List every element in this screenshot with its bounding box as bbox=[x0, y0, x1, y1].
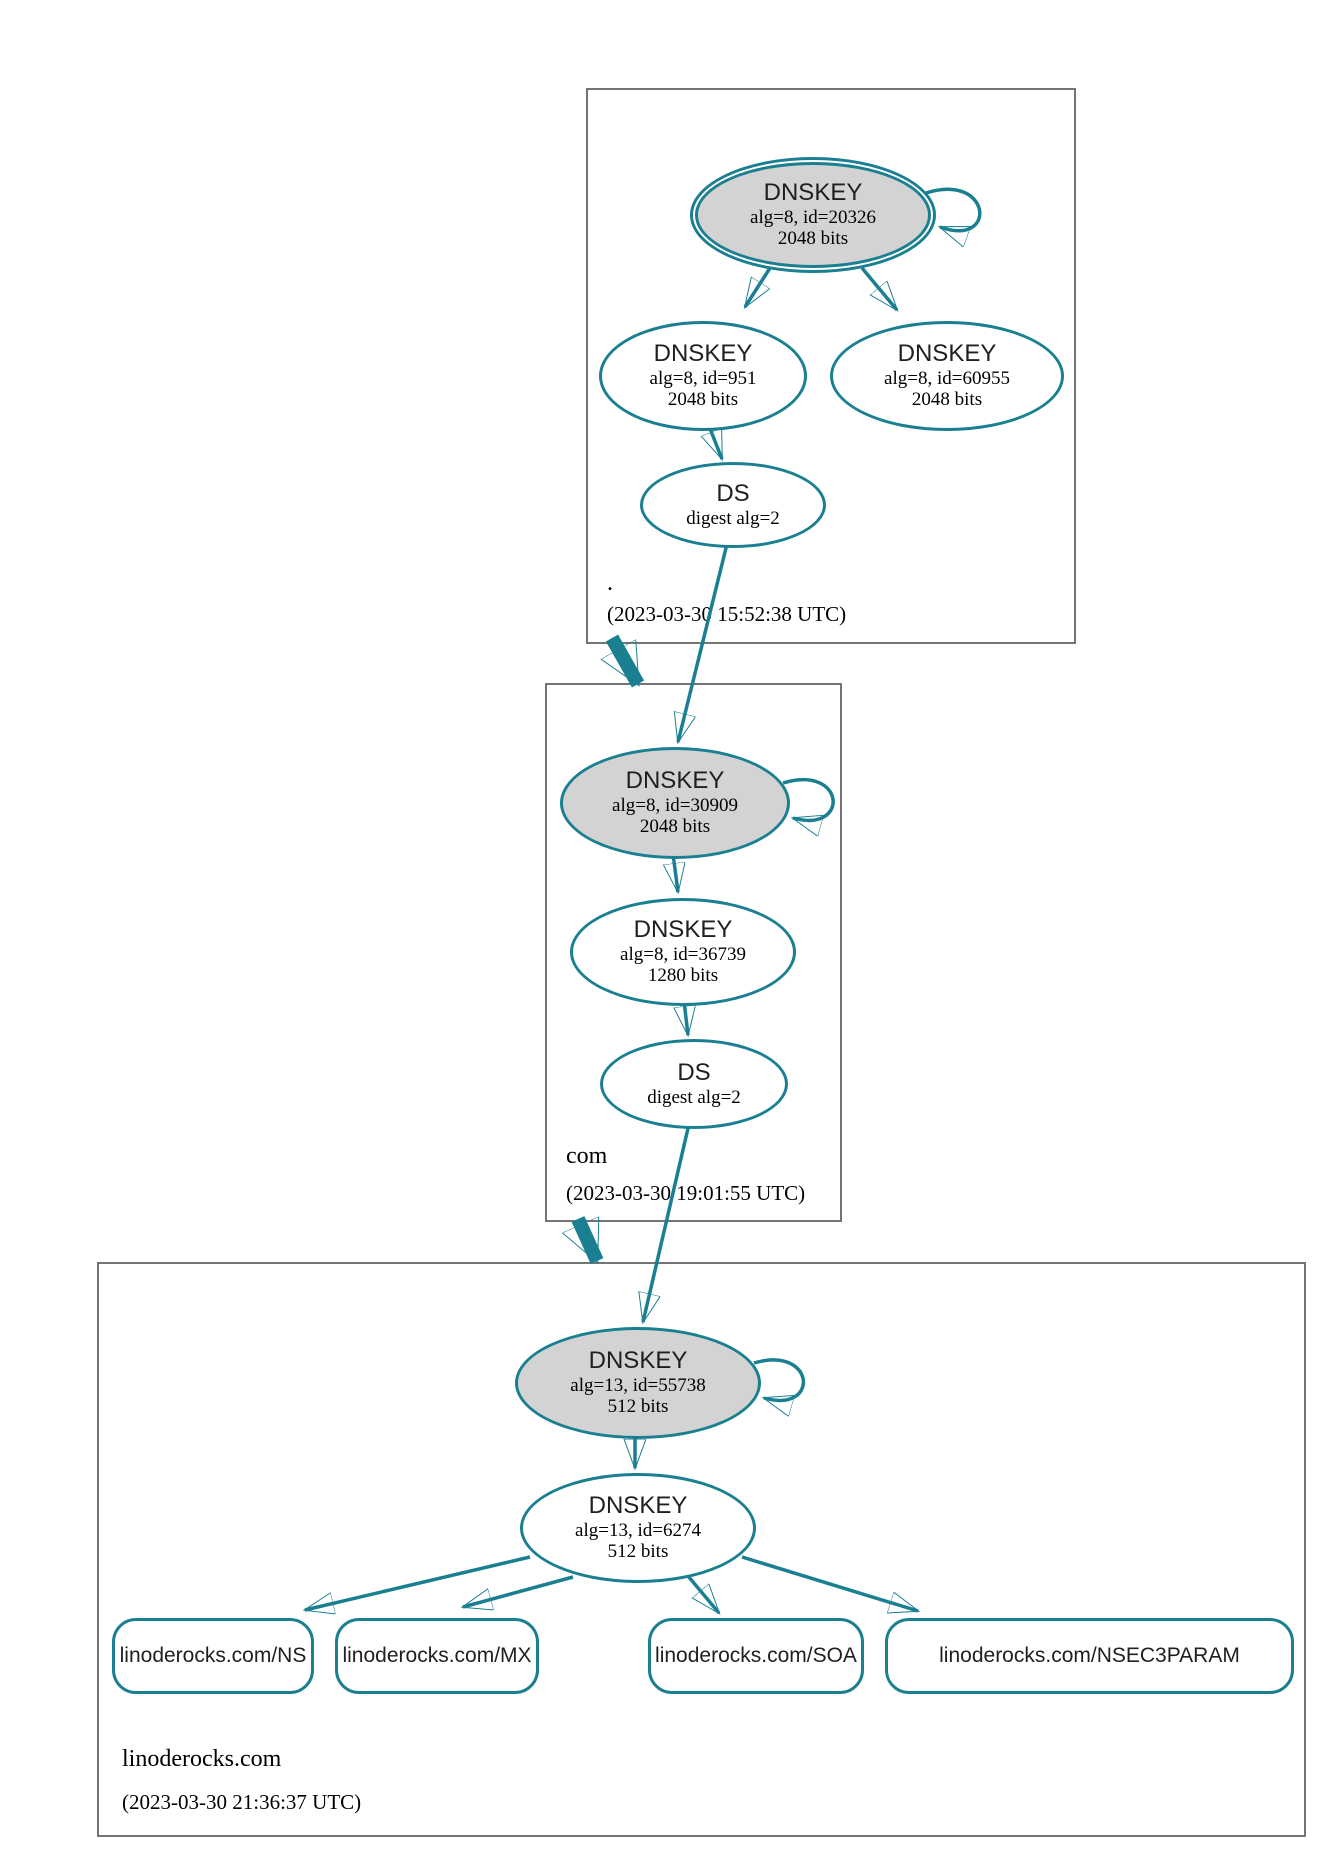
node-detail: 2048 bits bbox=[667, 389, 739, 411]
node-detail: 2048 bits bbox=[639, 816, 711, 838]
node-com-ds[interactable]: DS digest alg=2 bbox=[600, 1039, 788, 1129]
rrset-nsec3param[interactable]: linoderocks.com/NSEC3PARAM bbox=[885, 1618, 1294, 1694]
node-detail: alg=8, id=951 bbox=[649, 368, 757, 390]
zone-timestamp-root: (2023-03-30 15:52:38 UTC) bbox=[607, 602, 847, 626]
node-detail: alg=13, id=55738 bbox=[570, 1375, 706, 1397]
rrset-label: linoderocks.com/NS bbox=[119, 1644, 307, 1667]
node-type-label: DNSKEY bbox=[653, 340, 753, 368]
node-detail: 2048 bits bbox=[777, 228, 849, 250]
node-detail: alg=8, id=36739 bbox=[620, 944, 746, 966]
node-com-zsk-36739[interactable]: DNSKEY alg=8, id=36739 1280 bits bbox=[570, 898, 796, 1006]
node-lino-zsk-6274[interactable]: DNSKEY alg=13, id=6274 512 bits bbox=[520, 1473, 756, 1583]
node-lino-ksk-55738[interactable]: DNSKEY alg=13, id=55738 512 bits bbox=[515, 1327, 761, 1439]
rrset-mx[interactable]: linoderocks.com/MX bbox=[335, 1618, 539, 1694]
node-root-zsk-951[interactable]: DNSKEY alg=8, id=951 2048 bits bbox=[599, 321, 807, 431]
rrset-soa[interactable]: linoderocks.com/SOA bbox=[648, 1618, 864, 1694]
node-detail: alg=8, id=20326 bbox=[750, 207, 876, 229]
node-root-ksk-20326-body: DNSKEY alg=8, id=20326 2048 bits bbox=[695, 162, 931, 268]
node-detail: 1280 bits bbox=[647, 965, 719, 987]
node-type-label: DNSKEY bbox=[588, 1492, 688, 1520]
rrset-label: linoderocks.com/NSEC3PARAM bbox=[939, 1644, 1240, 1667]
node-detail: alg=8, id=60955 bbox=[884, 368, 1010, 390]
node-root-ds[interactable]: DS digest alg=2 bbox=[640, 462, 826, 548]
zone-timestamp-linoderocks: (2023-03-30 21:36:37 UTC) bbox=[122, 1790, 362, 1814]
node-type-label: DNSKEY bbox=[897, 340, 997, 368]
node-root-zsk-60955[interactable]: DNSKEY alg=8, id=60955 2048 bits bbox=[830, 321, 1064, 431]
node-detail: 512 bits bbox=[607, 1541, 669, 1563]
node-type-label: DNSKEY bbox=[588, 1347, 688, 1375]
node-com-ksk-30909[interactable]: DNSKEY alg=8, id=30909 2048 bits bbox=[560, 747, 790, 859]
node-detail: digest alg=2 bbox=[686, 507, 780, 529]
zone-box-root bbox=[586, 88, 1076, 644]
rrset-ns[interactable]: linoderocks.com/NS bbox=[112, 1618, 314, 1694]
edge-delegation-com-to-lino bbox=[578, 1216, 604, 1264]
node-type-label: DNSKEY bbox=[633, 916, 733, 944]
rrset-label: linoderocks.com/MX bbox=[342, 1644, 532, 1667]
node-detail: alg=8, id=30909 bbox=[612, 795, 738, 817]
node-detail: 512 bits bbox=[607, 1396, 669, 1418]
node-detail: 2048 bits bbox=[911, 389, 983, 411]
zone-label-linoderocks: linoderocks.com bbox=[122, 1746, 282, 1772]
zone-timestamp-com: (2023-03-30 19:01:55 UTC) bbox=[566, 1181, 806, 1205]
zone-box-linoderocks bbox=[97, 1262, 1306, 1837]
edge-delegation-root-to-com bbox=[612, 634, 645, 688]
zone-label-root: . bbox=[607, 570, 613, 596]
node-root-ksk-20326[interactable]: DNSKEY alg=8, id=20326 2048 bits bbox=[690, 157, 936, 273]
node-type-label: DS bbox=[716, 479, 750, 507]
node-detail: alg=13, id=6274 bbox=[575, 1520, 701, 1542]
rrset-label: linoderocks.com/SOA bbox=[655, 1644, 857, 1667]
zone-label-com: com bbox=[566, 1143, 608, 1169]
node-type-label: DNSKEY bbox=[625, 767, 725, 795]
node-type-label: DS bbox=[677, 1058, 711, 1086]
node-detail: digest alg=2 bbox=[647, 1086, 741, 1108]
node-type-label: DNSKEY bbox=[763, 179, 863, 207]
